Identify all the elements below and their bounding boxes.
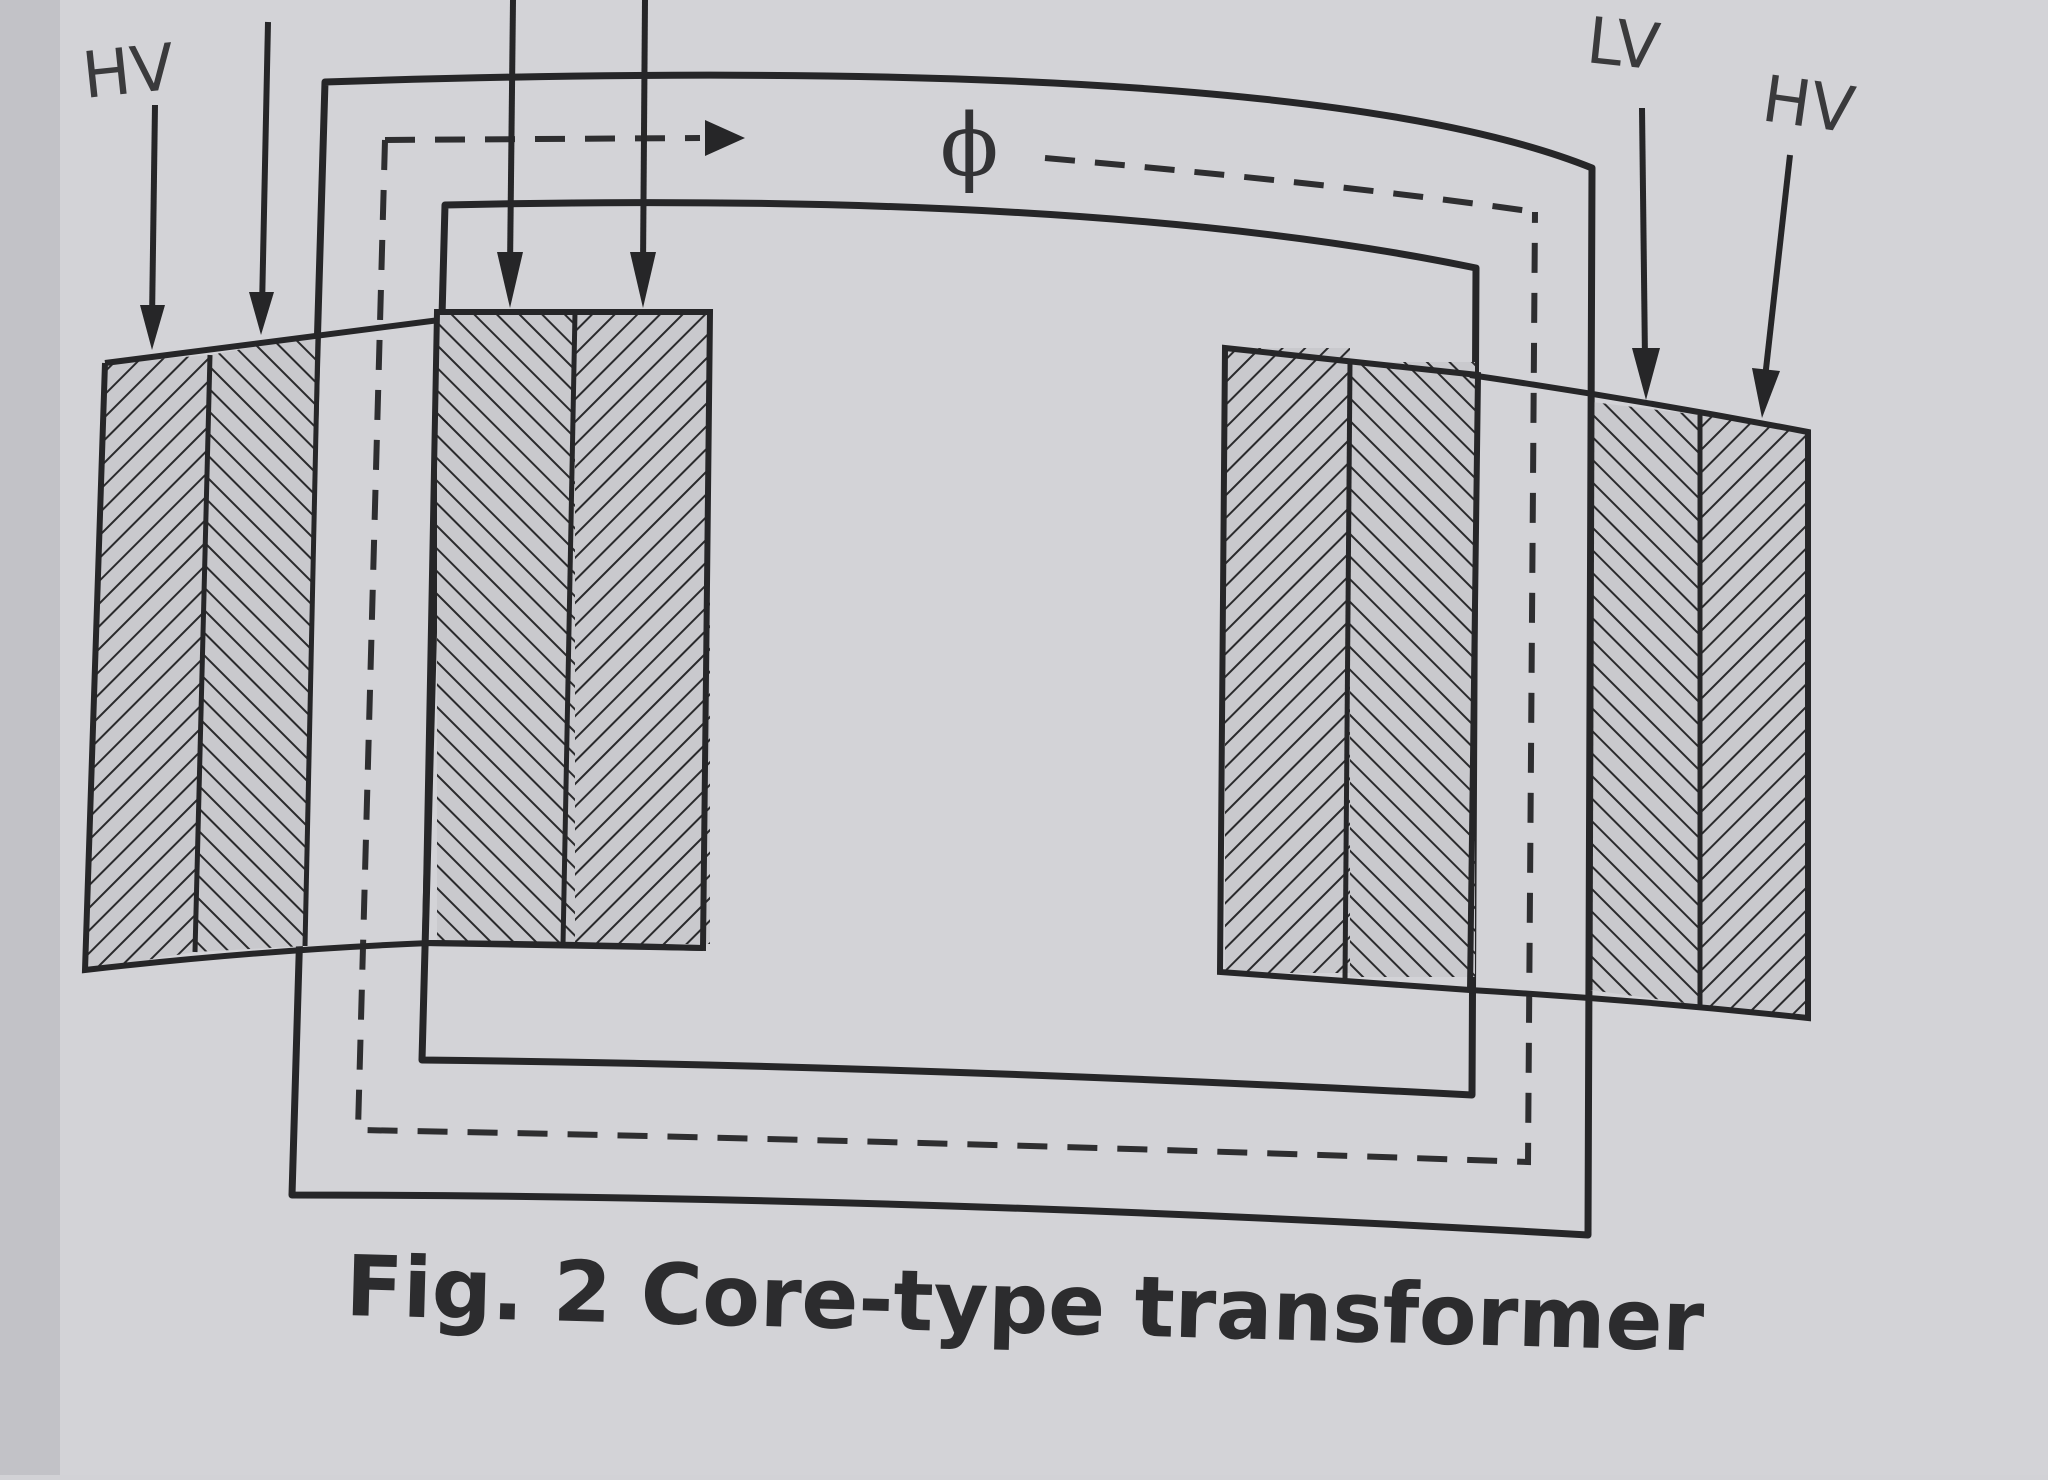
lv-right-label: LV: [1583, 4, 1663, 85]
inner-core: [418, 199, 1480, 1099]
flux-arrow-icon: [705, 120, 745, 156]
left-inner-coil: [421, 309, 714, 952]
hv-left-label: HV: [79, 31, 178, 114]
arrow-head-icon: [630, 252, 656, 308]
lv-left-arrow: [259, 21, 271, 309]
arrow-head-icon: [140, 305, 165, 350]
flux-path-sides: [354, 139, 1538, 1166]
arrow-head-icon: [249, 292, 274, 335]
arrow-head-icon: [497, 252, 523, 308]
terminal-arrows: [140, 0, 1793, 418]
hv-right-arrow: [1762, 154, 1793, 379]
outer-core: [288, 71, 1596, 1239]
arrow-head-icon: [1632, 348, 1660, 400]
inner-left-arrow-1: [507, 0, 516, 269]
hv-right-label: HV: [1758, 63, 1860, 149]
flux-path-top-right: [1044, 155, 1536, 215]
right-outer-coil: [1469, 372, 1811, 1022]
page-edge-shadow: [0, 0, 60, 1475]
left-outer-coil: [81, 315, 456, 974]
hv-left-arrow: [149, 104, 158, 321]
flux-path: [384, 135, 701, 143]
inner-left-arrow-2: [640, 0, 648, 269]
right-inner-coil: [1216, 344, 1482, 994]
arrow-head-icon: [1752, 368, 1780, 418]
flux-label: ϕ: [940, 96, 999, 196]
lv-right-arrow: [1639, 107, 1648, 361]
